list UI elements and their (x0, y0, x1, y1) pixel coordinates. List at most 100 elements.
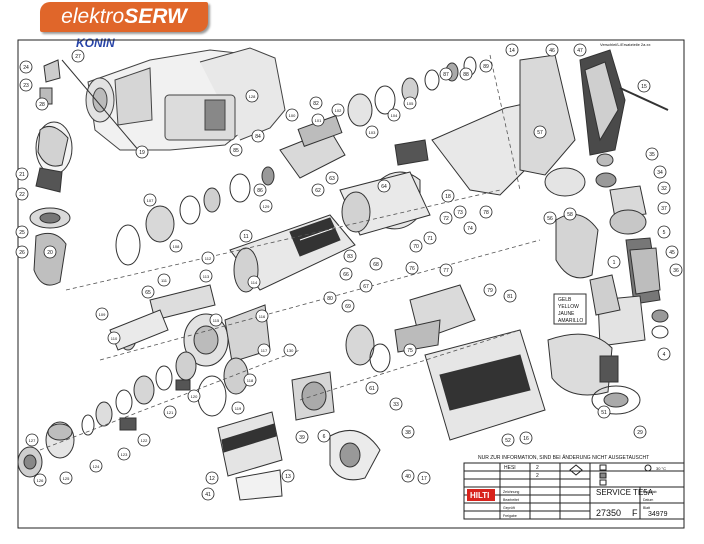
callout-number: 58 (567, 212, 573, 218)
callout-number: 71 (427, 236, 433, 242)
part-callout: 15 (637, 79, 651, 93)
part-callout: 13 (281, 469, 295, 483)
motor-housing (291, 139, 546, 481)
callout-number: 64 (381, 184, 387, 190)
callout-number: 107 (147, 198, 154, 203)
rear-handle (431, 49, 669, 196)
callout-number: 120 (191, 394, 198, 399)
part-callout: 37 (657, 201, 671, 215)
callout-number: 70 (413, 244, 419, 250)
callout-circle (199, 269, 213, 283)
callout-circle (479, 205, 493, 219)
callout-circle (89, 459, 103, 473)
color-label-line: GELB (558, 297, 572, 303)
callout-number: 113 (203, 274, 210, 279)
revision-letter: F (632, 508, 638, 518)
part-callout: 116 (255, 309, 269, 323)
callout-circle (205, 471, 219, 485)
part-callout: 85 (229, 143, 243, 157)
title-block: NUR ZUR INFORMATION, SIND BEI ÄNDERUNG N… (463, 454, 685, 520)
callout-circle (505, 43, 519, 57)
brand-logo-text-b: SERW (124, 5, 187, 28)
part-callout: 82 (309, 96, 323, 110)
callout-circle (653, 165, 667, 179)
callout-circle (657, 347, 671, 361)
callout-circle (479, 59, 493, 73)
callout-circle (251, 129, 265, 143)
callout-number: 25 (19, 230, 25, 236)
part-callout: 88 (459, 67, 473, 81)
part-callout: 107 (143, 193, 157, 207)
callout-number: 108 (173, 244, 180, 249)
callout-circle (255, 309, 269, 323)
callout-circle (637, 79, 651, 93)
callout-number: 130 (287, 348, 294, 353)
part-callout: 80 (323, 291, 337, 305)
callout-number: 83 (347, 254, 353, 260)
callout-circle (311, 113, 325, 127)
callout-circle (19, 60, 33, 74)
callout-number: 62 (315, 188, 321, 194)
callout-number: 86 (257, 188, 263, 194)
callout-number: 13 (285, 474, 291, 480)
callout-number: 119 (235, 406, 242, 411)
callout-number: 38 (405, 430, 411, 436)
callout-circle (243, 373, 257, 387)
part-callout: 86 (253, 183, 267, 197)
callout-circle (439, 67, 453, 81)
callout-circle (365, 381, 379, 395)
part-callout: 79 (483, 283, 497, 297)
part-callout: 51 (597, 405, 611, 419)
part-callout: 33 (389, 397, 403, 411)
part-callout: 25 (15, 225, 29, 239)
part-callout: 41 (201, 487, 215, 501)
assembled-drill (85, 47, 286, 151)
part-callout: 129 (259, 199, 273, 213)
qty-a: 2 (536, 465, 539, 471)
assembly-guide-lines (39, 54, 541, 451)
part-callout: 38 (401, 425, 415, 439)
callout-number: 32 (661, 186, 667, 192)
callout-number: 116 (259, 314, 266, 319)
callout-number: 128 (249, 94, 256, 99)
callout-circle (43, 245, 57, 259)
callout-number: 4 (663, 352, 666, 358)
callout-number: 33 (393, 402, 399, 408)
callout-number: 39 (299, 435, 305, 441)
part-callout: 70 (409, 239, 423, 253)
callout-circle (453, 205, 467, 219)
part-callout: 28 (35, 97, 49, 111)
part-callout: 127 (25, 433, 39, 447)
callout-circle (463, 221, 477, 235)
part-callout: 46 (545, 43, 559, 57)
callout-circle (33, 473, 47, 487)
callout-number: 14 (509, 48, 515, 54)
part-callout: 89 (479, 59, 493, 73)
callout-number: 16 (523, 436, 529, 442)
part-callout: 67 (359, 279, 373, 293)
callout-number: 129 (263, 204, 270, 209)
part-callout: 24 (19, 60, 33, 74)
callout-circle (401, 425, 415, 439)
callout-circle (533, 125, 547, 139)
part-callout: 115 (209, 313, 223, 327)
callout-number: 5 (663, 230, 666, 236)
callout-number: 115 (213, 318, 220, 323)
color-label-line: JAUNE (558, 311, 575, 317)
callout-circle (503, 289, 517, 303)
part-callout: 130 (283, 343, 297, 357)
callout-circle (417, 471, 431, 485)
callout-circle (245, 89, 259, 103)
motor-assembly (544, 153, 669, 415)
callout-circle (35, 97, 49, 111)
callout-circle (331, 103, 345, 117)
callout-number: 81 (507, 294, 513, 300)
color-label-line: YELLOW (558, 304, 579, 310)
part-callout: 81 (503, 289, 517, 303)
callout-circle (387, 108, 401, 122)
part-callout: 21 (15, 167, 29, 181)
part-callout: 108 (169, 239, 183, 253)
callout-circle (365, 125, 379, 139)
callout-circle (141, 285, 155, 299)
part-callout: 102 (331, 103, 345, 117)
